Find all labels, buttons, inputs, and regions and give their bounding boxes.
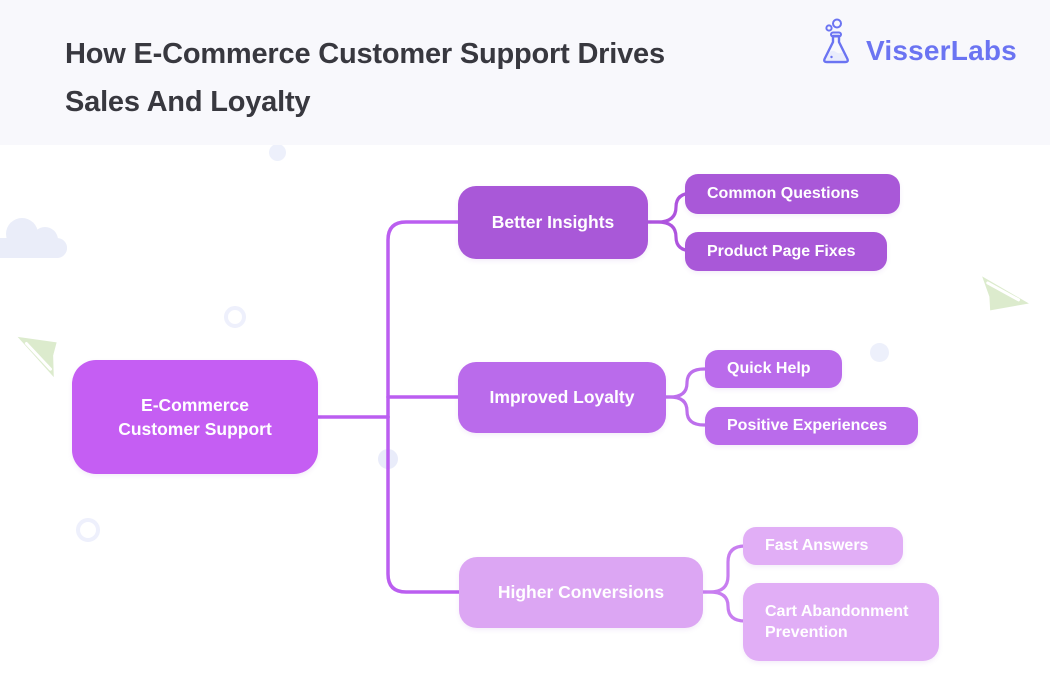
page-title-line1: How E-Commerce Customer Support Drives: [65, 38, 665, 70]
circle-ring: [224, 306, 246, 328]
child-node-quick-help: Quick Help: [705, 350, 842, 388]
child-node-fast-answers: Fast Answers: [743, 527, 903, 565]
paper-plane-icon-right: [982, 276, 1029, 311]
connector-branch-3: [695, 544, 754, 623]
cloud-icon: [0, 218, 67, 258]
connector-main: [310, 220, 467, 594]
root-node: E-Commerce Customer Support: [72, 360, 318, 474]
page-title: How E-Commerce Customer Support Drives S…: [65, 30, 765, 126]
child-node-cart-abandonment-prevention: Cart Abandonment Prevention: [743, 583, 939, 661]
child-node-product-page-fixes: Product Page Fixes: [685, 232, 887, 271]
branch-node-improved-loyalty: Improved Loyalty: [458, 362, 666, 433]
root-node-label: E-Commerce Customer Support: [118, 395, 272, 439]
circle-dot: [269, 144, 286, 161]
page-title-line2: Sales And Loyalty: [65, 86, 311, 118]
connector-branch-2: [658, 367, 716, 427]
circle-dot: [870, 343, 889, 362]
child-node-positive-experiences: Positive Experiences: [705, 407, 918, 445]
branch-node-better-insights: Better Insights: [458, 186, 648, 259]
header: How E-Commerce Customer Support Drives S…: [0, 0, 1050, 145]
logo: VisserLabs: [818, 18, 1017, 75]
paper-plane-icon-left: [17, 336, 57, 378]
circle-ring: [76, 518, 100, 542]
flask-icon: [818, 18, 860, 75]
logo-text: VisserLabs: [866, 35, 1017, 66]
child-node-common-questions: Common Questions: [685, 174, 900, 214]
branch-node-higher-conversions: Higher Conversions: [459, 557, 703, 628]
